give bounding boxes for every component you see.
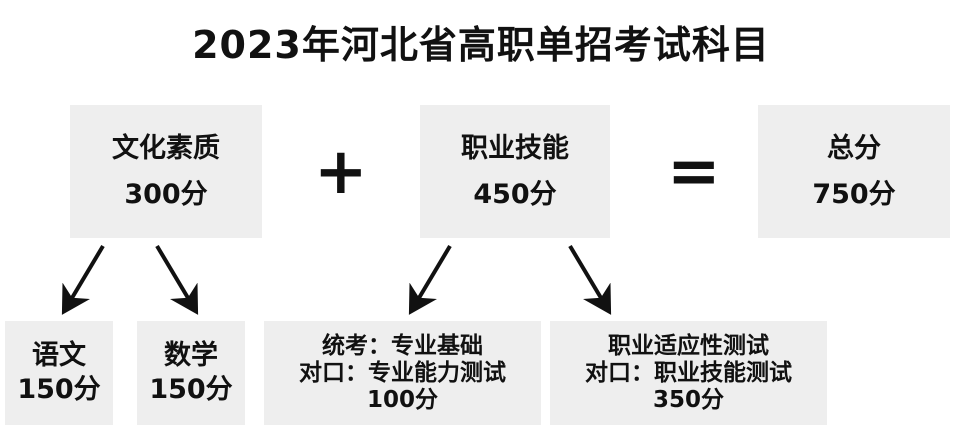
aptitude-box: 职业适应性测试 对口：职业技能测试 350分 (550, 321, 827, 425)
aptitude-line-1: 职业适应性测试 (608, 332, 769, 359)
total-box: 总分 750分 (758, 105, 950, 238)
arrow-skill-base (408, 244, 452, 315)
total-label: 总分 (827, 132, 881, 164)
aptitude-score: 350分 (652, 386, 724, 413)
professional-box: 统考：专业基础 对口：专业能力测试 100分 (264, 321, 541, 425)
total-score: 750分 (812, 178, 896, 210)
math-label: 数学 (164, 340, 218, 371)
diagram-title: 2023年河北省高职单招考试科目 (192, 23, 770, 67)
skills-score: 450分 (473, 178, 557, 210)
aptitude-line-2: 对口：职业技能测试 (585, 359, 792, 386)
skills-box: 职业技能 450分 (420, 105, 610, 238)
math-box: 数学 150分 (137, 321, 245, 425)
equals-sign: = (667, 135, 721, 209)
culture-box: 文化素质 300分 (70, 105, 262, 238)
arrow-skill-test (568, 244, 612, 315)
culture-label: 文化素质 (112, 132, 220, 164)
professional-line-2: 对口：专业能力测试 (299, 359, 506, 386)
culture-score: 300分 (124, 178, 208, 210)
math-score: 150分 (149, 374, 233, 405)
chinese-label: 语文 (32, 340, 86, 371)
professional-score: 100分 (366, 386, 438, 413)
professional-line-1: 统考：专业基础 (322, 332, 483, 359)
arrow-math (155, 244, 199, 315)
arrow-chinese (61, 244, 105, 315)
chinese-box: 语文 150分 (5, 321, 113, 425)
chinese-score: 150分 (17, 374, 101, 405)
plus-sign: + (314, 135, 368, 209)
skills-label: 职业技能 (461, 132, 569, 164)
